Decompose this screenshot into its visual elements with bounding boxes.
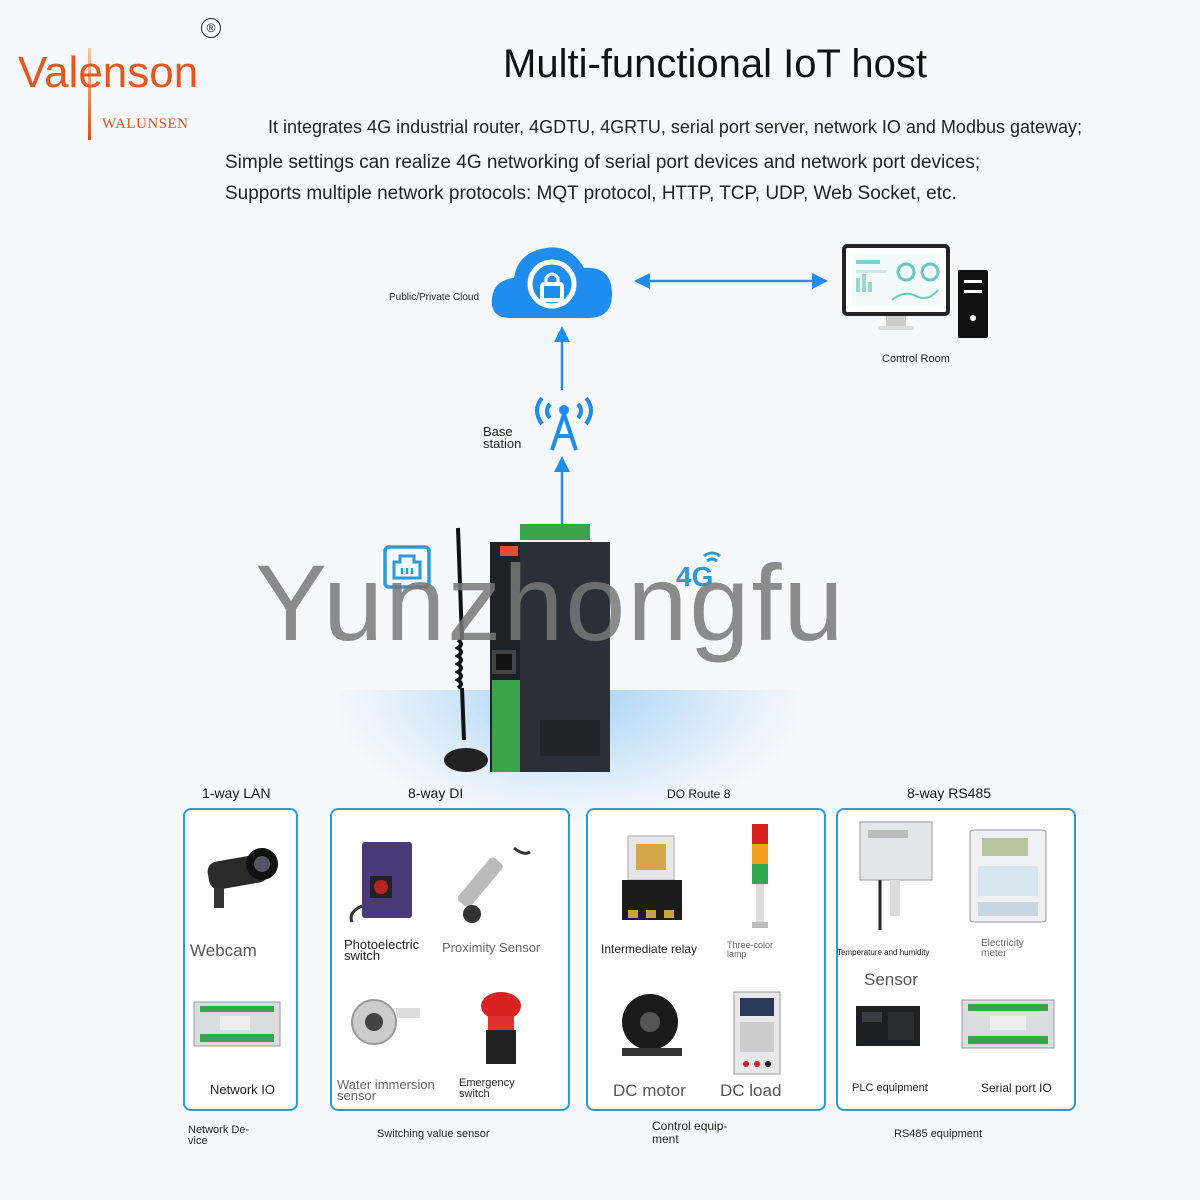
lan-category-line-2: vice <box>188 1135 208 1147</box>
dc-load-label: DC load <box>720 1081 782 1100</box>
serial-port-io-image <box>961 999 1055 1049</box>
meter-label-line-1: Electricity <box>981 938 1024 949</box>
electricity-meter-image <box>969 829 1047 923</box>
bidirectional-arrow-icon <box>634 273 828 289</box>
uplink-arrow-bottom <box>554 456 570 526</box>
control-room-label: Control Room <box>882 353 950 365</box>
webcam-label: Webcam <box>190 941 257 960</box>
section-title-di: 8-way DI <box>408 785 464 801</box>
registered-mark: ® <box>201 18 221 38</box>
photoelectric-switch-label: Photoelectric switch <box>344 937 420 963</box>
4g-signal-icon: 4G <box>676 551 721 592</box>
electricity-meter-label: Electricity meter <box>981 939 1024 959</box>
emergency-switch-image <box>481 992 521 1064</box>
lan-category-line-1: Network De- <box>188 1124 250 1136</box>
brand-logo: Valenson <box>18 48 199 97</box>
dc-motor-image <box>622 994 682 1056</box>
intermediate-relay-label: Intermediate relay <box>601 942 698 956</box>
cloud-label: Public/Private Cloud <box>389 292 480 303</box>
intro-line-2: Simple settings can realize 4G networkin… <box>225 152 981 173</box>
brand-divider <box>88 48 91 140</box>
lamp-label-line-2: lamp <box>727 949 747 959</box>
lan-category-label: Network De- vice <box>188 1125 249 1147</box>
emergency-switch-label: Emergency switch <box>459 1078 515 1100</box>
water-label-line-2: sensor <box>337 1088 377 1103</box>
meter-label-line-2: meter <box>981 948 1007 959</box>
intro-line-1: It integrates 4G industrial router, 4GDT… <box>268 117 1083 137</box>
watermark: Yunzhongfu <box>255 542 846 663</box>
three-color-lamp-label: Three-color lamp <box>727 941 773 959</box>
page-title: Multi-functional IoT host <box>503 42 927 86</box>
plc-equipment-image <box>856 1006 920 1046</box>
temperature-humidity-label: Temperature and humidity <box>837 948 930 957</box>
photoelectric-label-line-1: Photoelectric <box>344 937 420 952</box>
base-station-label-line-2: station <box>483 436 522 451</box>
do-category-line-1: Control equip- <box>652 1119 728 1133</box>
lamp-label-line-1: Three-color <box>727 940 774 950</box>
water-label-line-1: Water immersion <box>337 1077 435 1092</box>
brand-subtitle: WALUNSEN <box>102 116 189 132</box>
serial-port-io-label: Serial port IO <box>981 1081 1052 1095</box>
base-station-tower-icon <box>535 396 593 451</box>
emergency-label-line-2: switch <box>459 1088 490 1100</box>
water-immersion-sensor-image <box>351 999 420 1045</box>
photoelectric-switch-image <box>349 842 412 923</box>
section-title-lan: 1-way LAN <box>202 785 271 801</box>
network-io-label: Network IO <box>210 1082 276 1097</box>
plc-equipment-label: PLC equipment <box>852 1082 928 1094</box>
do-category-line-2: ment <box>652 1132 679 1146</box>
base-station-label-line-1: Base <box>483 424 513 439</box>
rs485-category-label: RS485 equipment <box>894 1128 983 1140</box>
section-title-rs485: 8-way RS485 <box>907 785 992 801</box>
4g-badge-text: 4G <box>676 561 713 592</box>
section-title-do: DO Route 8 <box>667 787 731 801</box>
ethernet-port-icon <box>383 545 431 589</box>
proximity-sensor-image <box>457 846 531 923</box>
dc-motor-label: DC motor <box>613 1081 686 1100</box>
photoelectric-label-line-2: switch <box>344 948 381 963</box>
webcam-image <box>207 848 278 908</box>
control-room-computer-icon <box>842 244 988 338</box>
temperature-humidity-sensor-image <box>859 821 933 930</box>
proximity-sensor-label: Proximity Sensor <box>442 940 541 955</box>
water-immersion-sensor-label: Water immersion sensor <box>337 1077 435 1103</box>
iot-host-device-image <box>444 524 610 772</box>
cloud-icon <box>491 247 612 318</box>
emergency-label-line-1: Emergency <box>459 1077 515 1089</box>
three-color-lamp-image <box>752 824 768 928</box>
intermediate-relay-image <box>622 835 682 920</box>
dc-load-image <box>733 991 781 1075</box>
do-devices-panel <box>586 808 826 1111</box>
intro-line-3: Supports multiple network protocols: MQT… <box>225 183 957 204</box>
sensor-label: Sensor <box>864 970 918 989</box>
uplink-arrow-top <box>554 326 570 390</box>
network-io-image <box>193 1001 281 1047</box>
base-station-label: Base station <box>483 424 522 451</box>
do-category-label: Control equip- ment <box>652 1120 727 1146</box>
di-category-label: Switching value sensor <box>377 1128 490 1140</box>
